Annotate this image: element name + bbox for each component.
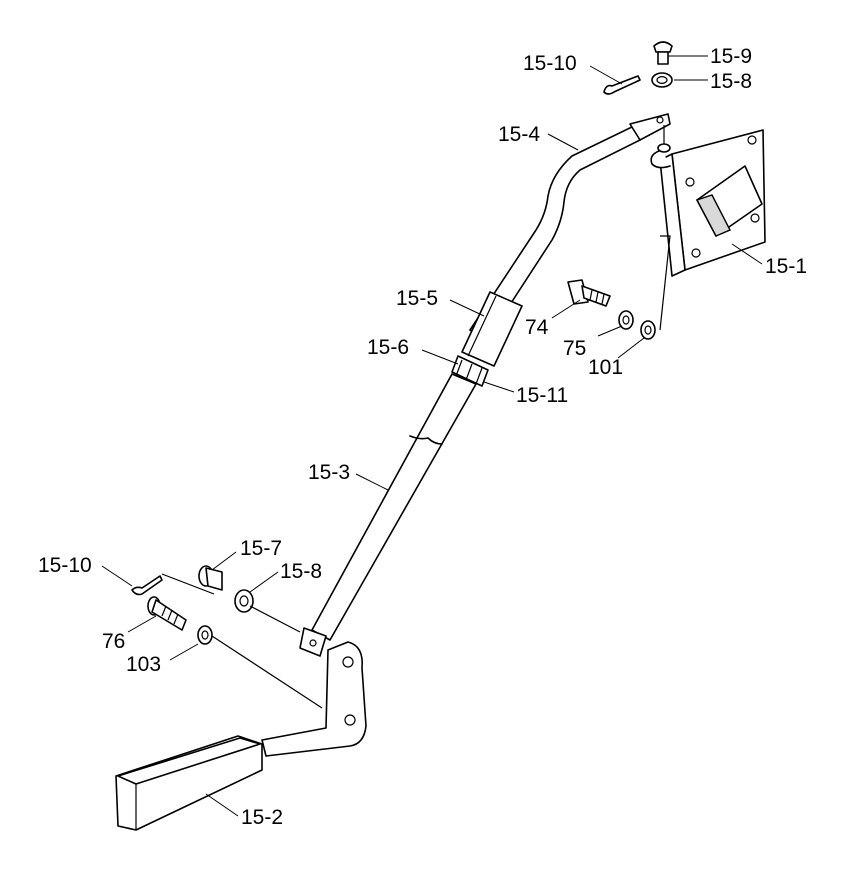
pin-15-9 <box>653 41 673 65</box>
pedal-15-2 <box>115 641 367 831</box>
rod-15-4 <box>469 113 671 341</box>
label-15-6: 15-6 <box>367 336 409 359</box>
washer-15-8-top <box>651 72 673 88</box>
label-75: 75 <box>563 337 586 360</box>
label-74: 74 <box>525 316 549 339</box>
label-15-7: 15-7 <box>240 537 282 560</box>
label-101: 101 <box>588 356 623 379</box>
sleeve-15-5 <box>461 291 523 367</box>
washer-103 <box>197 625 213 645</box>
label-15-8-bottom: 15-8 <box>280 560 322 583</box>
cotter-pin-15-10-top <box>603 75 641 95</box>
label-15-5: 15-5 <box>396 287 438 310</box>
label-15-1: 15-1 <box>765 255 807 278</box>
washer-101 <box>640 320 656 340</box>
washer-75 <box>618 310 634 330</box>
label-15-11: 15-11 <box>516 384 568 407</box>
label-15-2: 15-2 <box>241 806 283 829</box>
label-15-9: 15-9 <box>710 45 752 68</box>
rod-15-3 <box>299 373 477 657</box>
bracket-15-1 <box>650 129 766 277</box>
label-76: 76 <box>102 630 125 653</box>
label-15-10-bottom: 15-10 <box>38 554 92 577</box>
nut-15-6 <box>451 355 489 387</box>
cotter-pin-15-10-bottom <box>131 573 215 596</box>
pin-15-7 <box>198 565 223 591</box>
leader-lines <box>101 55 763 817</box>
label-15-10-top: 15-10 <box>523 52 577 75</box>
label-15-8-top: 15-8 <box>710 70 752 93</box>
washer-15-8-bottom <box>234 589 254 613</box>
label-15-3: 15-3 <box>308 461 350 484</box>
label-15-4: 15-4 <box>498 123 540 146</box>
label-103: 103 <box>126 653 161 676</box>
bolt-74 <box>567 279 611 307</box>
bolt-76 <box>147 596 187 631</box>
